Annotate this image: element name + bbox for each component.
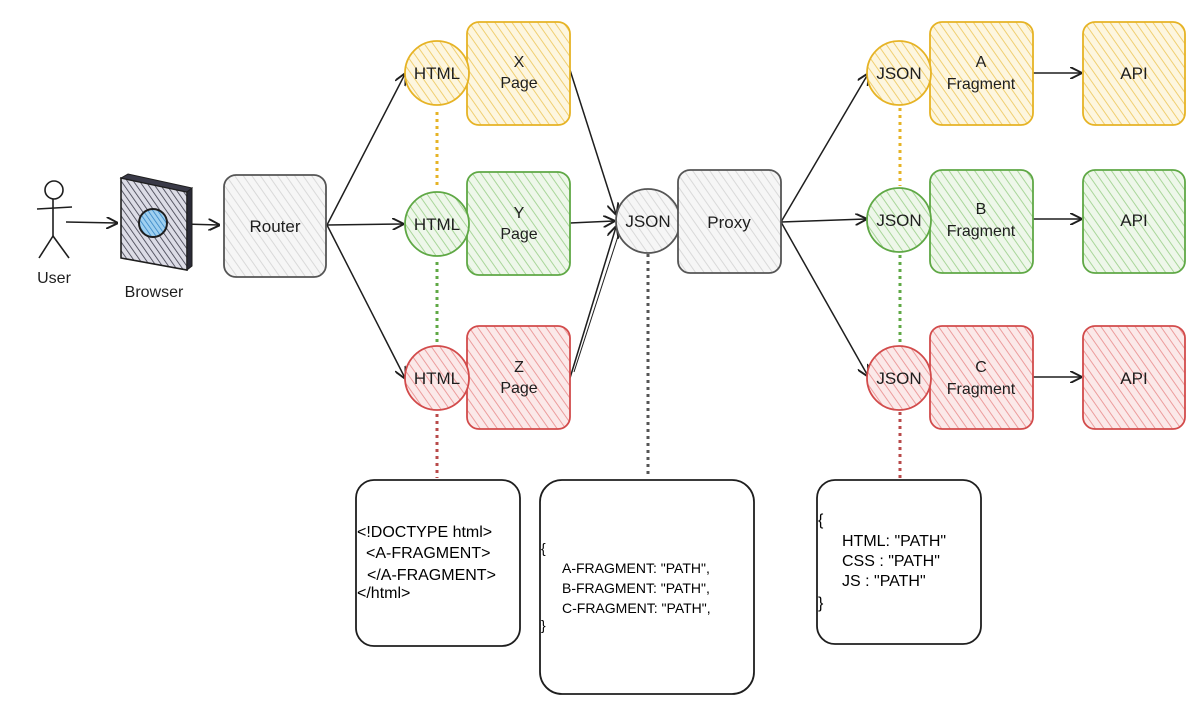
z-to-json-arrow-sketch — [573, 229, 621, 373]
api-box-a — [1082, 21, 1186, 126]
x-to-json-arrow — [569, 69, 616, 214]
api-box-b — [1082, 169, 1186, 274]
html-doc-line: <!DOCTYPE html> — [357, 524, 492, 541]
fragment-row-a: JSON A Fragment API — [866, 21, 1186, 126]
json-map-line: B-FRAGMENT: "PATH", — [562, 580, 710, 596]
fragment-json-line: CSS : "PATH" — [842, 553, 940, 570]
fragment-json-note-box — [816, 479, 982, 645]
fragment-box-a — [929, 21, 1034, 126]
api-box-c — [1082, 325, 1186, 430]
page-box-z — [466, 325, 571, 430]
fragment-json-line: JS : "PATH" — [842, 573, 926, 590]
browser-icon — [119, 173, 194, 272]
proxy-box — [677, 169, 782, 274]
html-badge-label: HTML — [414, 215, 460, 234]
page-box-y — [466, 171, 571, 276]
proxy-label: Proxy — [707, 213, 751, 232]
json-map-note: { A-FRAGMENT: "PATH", B-FRAGMENT: "PATH"… — [541, 540, 711, 633]
router-to-x-arrow — [326, 74, 405, 226]
json-badge-circle — [866, 345, 932, 411]
html-doc-line: </html> — [357, 585, 410, 602]
fragment-json-line: HTML: "PATH" — [842, 533, 946, 550]
proxy-to-b-arrow — [780, 219, 866, 222]
user-icon — [36, 180, 73, 259]
fragment-json-note: { HTML: "PATH" CSS : "PATH" JS : "PATH" … — [818, 512, 946, 612]
json-badge-circle — [866, 40, 932, 106]
fragment-name: A — [976, 54, 987, 71]
proxy-to-a-arrow — [780, 74, 868, 223]
dotted-links — [435, 108, 902, 478]
page-name: Z — [514, 359, 524, 376]
router-box — [223, 174, 327, 278]
json-map-line: C-FRAGMENT: "PATH", — [562, 600, 711, 616]
proxy-to-c-arrow — [780, 221, 868, 376]
page-box-x — [466, 21, 571, 126]
json-map-note-box — [539, 479, 755, 695]
z-to-json-arrow — [569, 227, 616, 379]
fragment-json-line: } — [818, 595, 824, 612]
html-doc-note: <!DOCTYPE html> <A-FRAGMENT> </A-FRAGMEN… — [357, 524, 496, 602]
fragment-name: C — [975, 359, 987, 376]
fragment-type: Fragment — [947, 223, 1016, 240]
connectors — [65, 69, 1081, 379]
page-name: Y — [514, 205, 525, 222]
html-badge-label: HTML — [414, 369, 460, 388]
page-type: Page — [500, 226, 537, 243]
json-badge-label: JSON — [876, 369, 921, 388]
json-map-line: } — [541, 617, 546, 633]
router-label: Router — [249, 217, 300, 236]
page-row-x: HTML X Page — [404, 21, 571, 126]
page-type: Page — [500, 75, 537, 92]
fragment-type: Fragment — [947, 381, 1016, 398]
json-map-line: A-FRAGMENT: "PATH", — [562, 560, 710, 576]
html-badge-label: HTML — [414, 64, 460, 83]
api-label: API — [1120, 64, 1147, 83]
json-badge-label: JSON — [876, 211, 921, 230]
api-label: API — [1120, 369, 1147, 388]
page-row-y: HTML Y Page — [404, 171, 571, 276]
html-badge-circle — [404, 40, 470, 106]
html-doc-note-box — [355, 479, 521, 647]
html-badge-circle — [404, 191, 470, 257]
page-name: X — [514, 54, 525, 71]
user-label: User — [37, 270, 71, 287]
router-to-z-arrow — [326, 224, 405, 378]
browser-label: Browser — [125, 284, 184, 301]
html-badge-circle — [404, 345, 470, 411]
page-row-z: HTML Z Page — [404, 325, 571, 430]
json-aggregator-label: JSON — [625, 212, 670, 231]
fragment-row-b: JSON B Fragment API — [866, 169, 1186, 274]
fragment-row-c: JSON C Fragment API — [866, 325, 1186, 430]
json-badge-label: JSON — [876, 64, 921, 83]
fragment-name: B — [976, 201, 987, 218]
page-type: Page — [500, 380, 537, 397]
fragment-type: Fragment — [947, 76, 1016, 93]
api-label: API — [1120, 211, 1147, 230]
fragment-box-c — [929, 325, 1034, 430]
user-to-browser-arrow — [65, 222, 117, 223]
y-to-json-arrow — [569, 221, 614, 223]
html-doc-line: </A-FRAGMENT> — [367, 567, 496, 584]
fragment-box-b — [929, 169, 1034, 274]
json-map-line: { — [541, 540, 546, 556]
json-badge-circle — [866, 187, 932, 253]
html-doc-line: <A-FRAGMENT> — [366, 545, 490, 562]
fragments-column: JSONAFragmentAPIJSONBFragmentAPIJSONCFra… — [866, 21, 1186, 430]
fragment-json-line: { — [818, 512, 824, 529]
router-to-y-arrow — [326, 224, 403, 225]
